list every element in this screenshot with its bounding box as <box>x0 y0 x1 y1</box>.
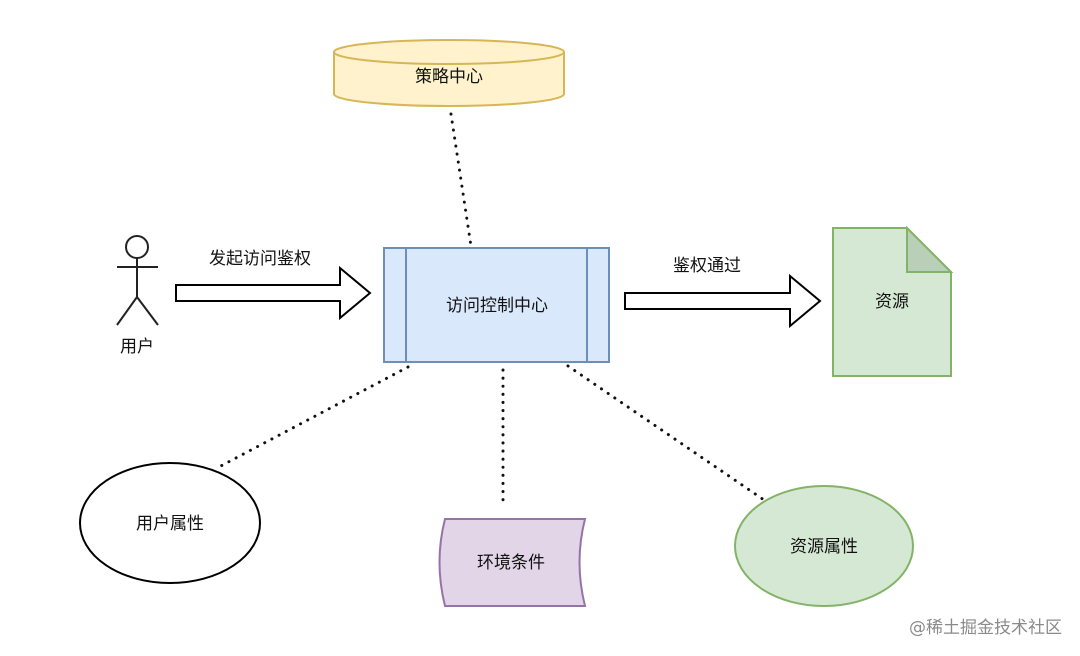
connector-policy-to-access <box>449 112 473 248</box>
resource-node[interactable]: 资源 <box>832 225 954 377</box>
policy-center-label: 策略中心 <box>415 67 483 87</box>
environment-shape <box>438 518 587 607</box>
access-control-label: 访问控制中心 <box>446 296 548 316</box>
policy-center-cylinder <box>333 52 565 107</box>
user-attributes-ellipse <box>79 462 261 584</box>
user-label: 用户 <box>120 337 154 357</box>
environment-node[interactable]: 环境条件 <box>438 518 587 607</box>
connector-access-to-resource-attributes <box>566 364 766 502</box>
user-attributes-label: 用户属性 <box>136 514 204 534</box>
user-actor-right-leg <box>136 296 159 326</box>
resource-document-fold <box>906 225 954 273</box>
request-arrow-label: 发起访问鉴权 <box>209 249 311 269</box>
access-control-box <box>383 247 610 363</box>
access-control-node[interactable]: 访问控制中心 <box>383 247 610 363</box>
resource-attributes-ellipse <box>734 485 914 607</box>
resource-attributes-node[interactable]: 资源属性 <box>734 485 914 607</box>
resource-attributes-label: 资源属性 <box>790 537 858 557</box>
approved-arrow-label: 鉴权通过 <box>673 256 741 276</box>
user-attributes-node[interactable]: 用户属性 <box>79 462 261 584</box>
request-arrow <box>175 265 372 321</box>
user-actor[interactable] <box>116 235 159 326</box>
approved-arrow <box>624 273 822 329</box>
connector-access-to-user-attributes <box>215 365 410 470</box>
watermark-text: @稀土掘金技术社区 <box>909 618 1062 638</box>
policy-center-cylinder-top <box>333 39 565 65</box>
dotted-connectors <box>215 112 766 505</box>
resource-label: 资源 <box>875 292 909 312</box>
request-arrow-shape <box>175 265 372 321</box>
user-actor-left-leg <box>116 296 138 326</box>
environment-label: 环境条件 <box>477 553 545 573</box>
approved-arrow-shape <box>624 273 822 329</box>
user-actor-head <box>125 235 149 259</box>
policy-center-node[interactable]: 策略中心 <box>333 39 565 107</box>
